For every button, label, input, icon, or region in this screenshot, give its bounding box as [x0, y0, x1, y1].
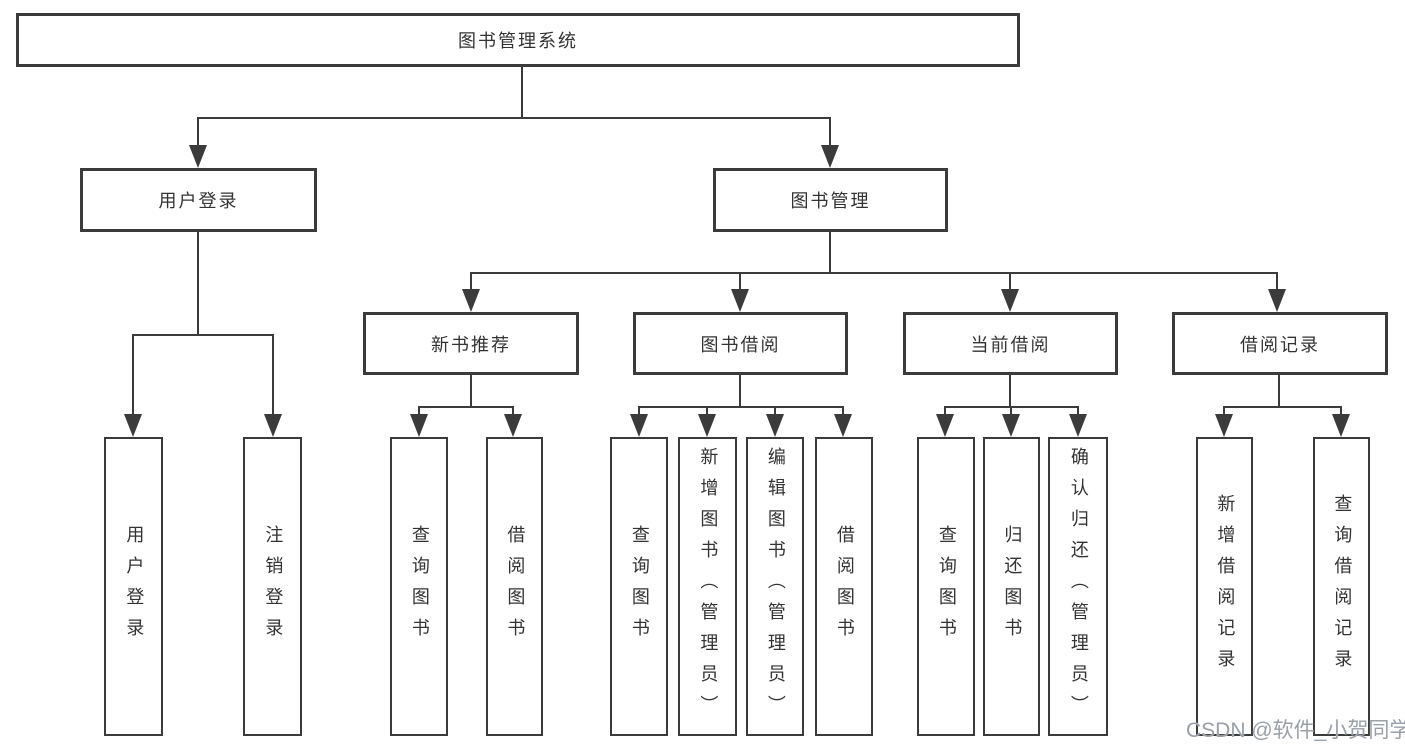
connector-line — [638, 406, 640, 418]
leaf-return-book-label: 归还图书 — [1002, 524, 1023, 649]
leaf-query-borrow-record-label: 查询借阅记录 — [1332, 493, 1353, 680]
arrow-down-icon — [936, 414, 954, 437]
connector-line — [774, 406, 776, 418]
node-book-management-label: 图书管理 — [790, 191, 871, 211]
connector-line — [197, 117, 199, 147]
connector-line — [1010, 406, 1012, 418]
arrow-down-icon — [1001, 289, 1019, 312]
watermark: CSDN @软件_小贺同学 — [1186, 719, 1405, 742]
connector-line — [470, 374, 472, 407]
connector-line — [638, 406, 844, 408]
connector-line — [132, 334, 274, 336]
arrow-down-icon — [504, 414, 522, 437]
arrow-down-icon — [834, 414, 852, 437]
connector-line — [1278, 374, 1280, 407]
arrow-down-icon — [1069, 414, 1087, 437]
node-current-borrow-label: 当前借阅 — [970, 334, 1051, 355]
connector-line — [706, 406, 708, 418]
connector-line — [470, 272, 472, 292]
leaf-add-borrow-record-label: 新增借阅记录 — [1215, 493, 1236, 680]
node-root: 图书管理系统 — [16, 13, 1020, 67]
connector-line — [512, 406, 514, 418]
connector-line — [132, 334, 134, 422]
connector-line — [1340, 406, 1342, 418]
leaf-borrow-book-recommend-label: 借阅图书 — [505, 524, 526, 649]
leaf-logout-label: 注销登录 — [263, 524, 284, 649]
node-book-borrow: 图书借阅 — [633, 312, 848, 375]
connector-line — [521, 66, 523, 118]
arrow-down-icon — [124, 414, 142, 437]
node-user-login-label: 用户登录 — [158, 191, 239, 211]
leaf-logout: 注销登录 — [243, 437, 302, 736]
node-user-login: 用户登录 — [80, 168, 317, 232]
connector-line — [1223, 406, 1342, 408]
connector-line — [1009, 272, 1011, 292]
leaf-add-book-admin: 新增图书（管理员） — [678, 437, 737, 736]
arrow-down-icon — [264, 414, 282, 437]
connector-line — [197, 231, 199, 335]
arrow-down-icon — [698, 414, 716, 437]
leaf-query-book-current-label: 查询图书 — [936, 524, 957, 649]
connector-line — [944, 406, 946, 418]
node-current-borrow: 当前借阅 — [903, 312, 1118, 375]
leaf-borrow-book-label: 借阅图书 — [834, 524, 855, 649]
node-new-book-recommend-label: 新书推荐 — [431, 334, 511, 355]
arrow-down-icon — [1002, 414, 1020, 437]
arrow-down-icon — [462, 289, 480, 312]
connector-line — [1009, 374, 1011, 407]
connector-line — [1276, 272, 1278, 292]
arrow-down-icon — [821, 145, 839, 168]
node-book-management: 图书管理 — [713, 168, 948, 232]
leaf-query-book-recommend: 查询图书 — [390, 437, 448, 736]
connector-line — [197, 117, 831, 119]
node-new-book-recommend: 新书推荐 — [363, 312, 579, 375]
arrow-down-icon — [766, 414, 784, 437]
leaf-edit-book-admin-label: 编辑图书（管理员） — [765, 447, 786, 726]
arrow-down-icon — [1332, 414, 1350, 437]
connector-line — [418, 406, 514, 408]
leaf-return-book: 归还图书 — [983, 437, 1040, 736]
leaf-add-borrow-record: 新增借阅记录 — [1196, 437, 1253, 736]
leaf-edit-book-admin: 编辑图书（管理员） — [746, 437, 804, 736]
node-root-label: 图书管理系统 — [458, 31, 578, 51]
connector-line — [739, 272, 741, 292]
arrow-down-icon — [630, 414, 648, 437]
connector-line — [470, 272, 1278, 274]
connector-line — [842, 406, 844, 418]
arrow-down-icon — [189, 145, 207, 168]
connector-line — [829, 231, 831, 273]
arrow-down-icon — [731, 289, 749, 312]
leaf-borrow-book-recommend: 借阅图书 — [486, 437, 543, 736]
leaf-query-book-borrow: 查询图书 — [610, 437, 668, 736]
leaf-add-book-admin-label: 新增图书（管理员） — [698, 447, 719, 726]
arrow-down-icon — [1268, 289, 1286, 312]
leaf-query-book-current: 查询图书 — [917, 437, 975, 736]
arrow-down-icon — [410, 414, 428, 437]
leaf-confirm-return-admin-label: 确认归还（管理员） — [1068, 447, 1089, 726]
connector-line — [272, 334, 274, 422]
connector-line — [1223, 406, 1225, 418]
connector-line — [739, 374, 741, 407]
connector-line — [829, 117, 831, 147]
arrow-down-icon — [1215, 414, 1233, 437]
leaf-user-login: 用户登录 — [104, 437, 163, 736]
leaf-query-borrow-record: 查询借阅记录 — [1313, 437, 1370, 736]
leaf-borrow-book: 借阅图书 — [815, 437, 873, 736]
leaf-user-login-label: 用户登录 — [124, 524, 145, 649]
node-borrow-records: 借阅记录 — [1172, 312, 1388, 375]
leaf-confirm-return-admin: 确认归还（管理员） — [1048, 437, 1108, 736]
connector-line — [1077, 406, 1079, 418]
node-borrow-records-label: 借阅记录 — [1240, 334, 1320, 355]
connector-line — [418, 406, 420, 418]
leaf-query-book-recommend-label: 查询图书 — [409, 524, 430, 649]
leaf-query-book-borrow-label: 查询图书 — [629, 524, 650, 649]
node-book-borrow-label: 图书借阅 — [700, 334, 781, 355]
